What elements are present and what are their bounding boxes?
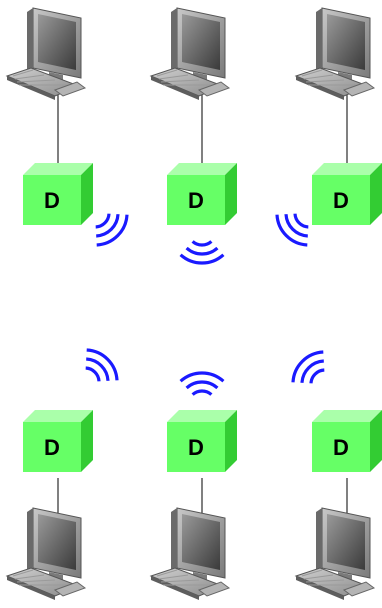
computers-layer (5, 7, 376, 600)
device-side-face (81, 163, 93, 225)
device-top-face (23, 163, 93, 175)
device-top-face (312, 163, 382, 175)
wireless-device: D (312, 410, 382, 472)
device-top-face (23, 410, 93, 422)
device-front-face (312, 175, 370, 225)
device-side-face (370, 410, 382, 472)
wireless-signal-icon (291, 350, 325, 384)
computer-icon (294, 507, 376, 600)
device-label: D (188, 188, 204, 213)
links-layer (57, 82, 348, 515)
computer-icon (5, 507, 87, 600)
device-front-face (167, 422, 225, 472)
wireless-device: D (23, 163, 93, 225)
device-label: D (333, 188, 349, 213)
device-side-face (225, 163, 237, 225)
device-label: D (333, 435, 349, 460)
wireless-signal-icon (179, 240, 225, 265)
wireless-device: D (23, 410, 93, 472)
device-top-face (167, 410, 237, 422)
device-label: D (44, 435, 60, 460)
device-label: D (44, 188, 60, 213)
wireless-device: D (312, 163, 382, 225)
computer-icon (149, 7, 231, 100)
device-front-face (23, 422, 81, 472)
device-side-face (81, 410, 93, 472)
computer-icon (5, 7, 87, 100)
wireless-signal-icon (179, 371, 225, 396)
computer-icon (294, 7, 376, 100)
device-front-face (23, 175, 81, 225)
wireless-device: D (167, 410, 237, 472)
device-front-face (167, 175, 225, 225)
computer-icon (149, 507, 231, 600)
device-top-face (167, 163, 237, 175)
device-top-face (312, 410, 382, 422)
wireless-signal-icon (85, 348, 119, 382)
wireless-signal-icon (275, 213, 309, 247)
device-side-face (370, 163, 382, 225)
device-label: D (188, 435, 204, 460)
wireless-device: D (167, 163, 237, 225)
device-front-face (312, 422, 370, 472)
device-side-face (225, 410, 237, 472)
devices-layer: D D D D D D (23, 163, 382, 472)
signals-layer (85, 213, 325, 396)
wireless-signal-icon (95, 213, 129, 247)
